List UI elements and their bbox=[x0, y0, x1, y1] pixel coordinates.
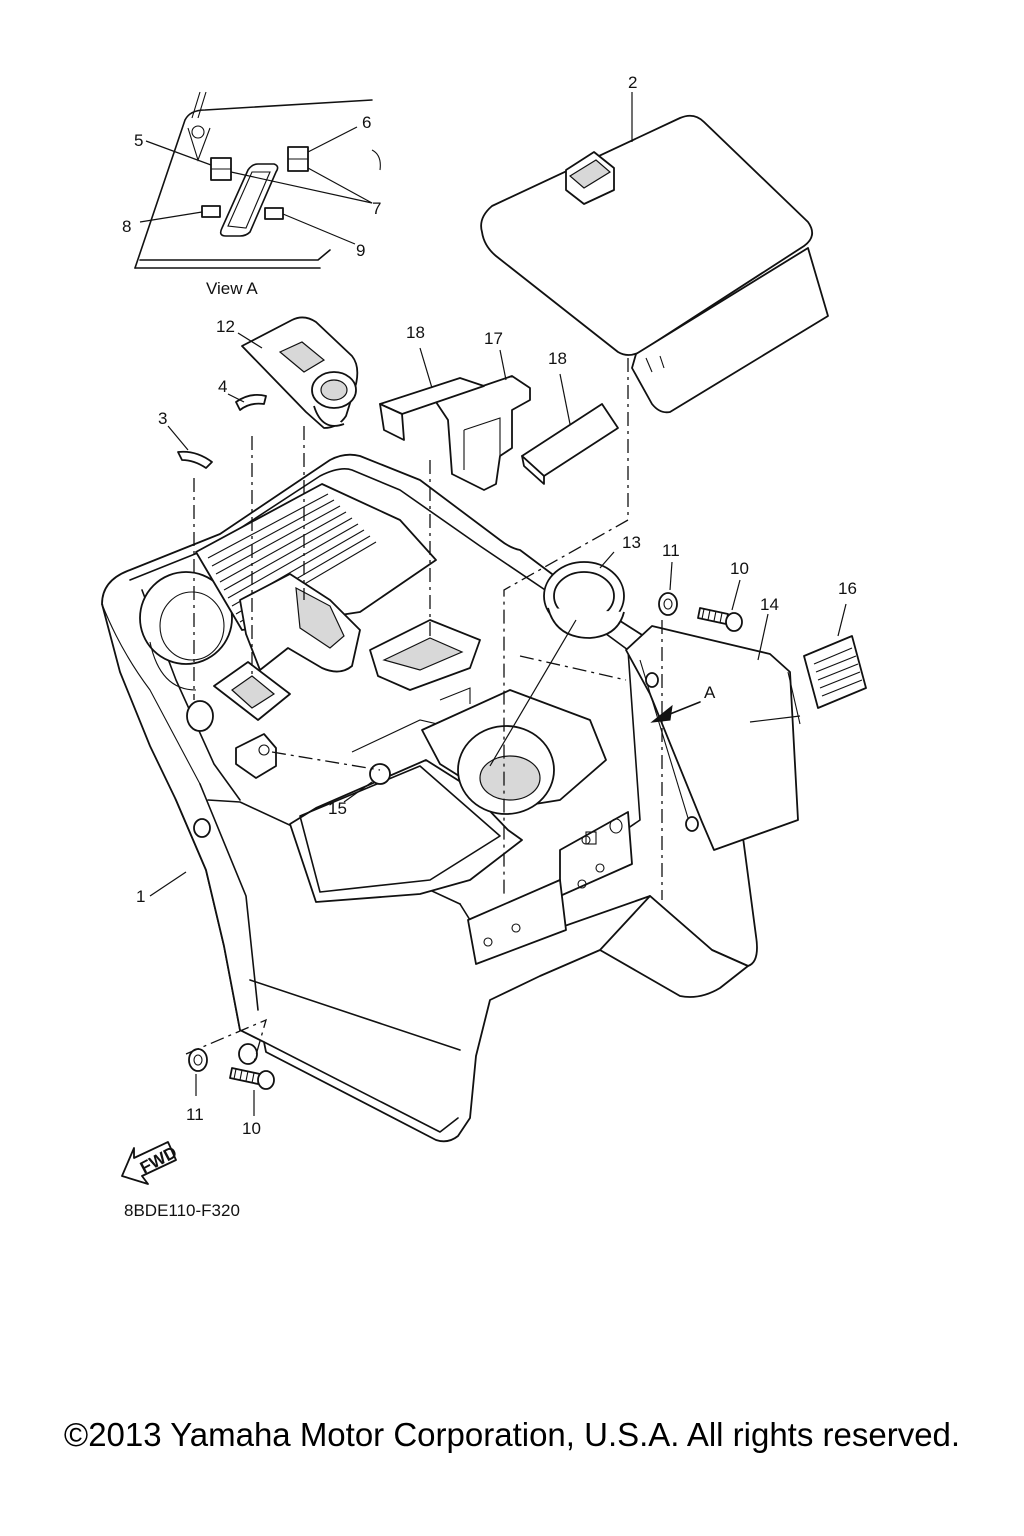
callout-4: 4 bbox=[218, 377, 227, 396]
callout-3: 3 bbox=[158, 409, 167, 428]
callout-18-right: 18 bbox=[548, 349, 567, 368]
bolt-part-10-right bbox=[697, 579, 743, 632]
pad-part-18-right bbox=[521, 373, 619, 485]
side-panel-part-14 bbox=[625, 613, 801, 851]
callout-5: 5 bbox=[134, 131, 143, 150]
callout-17: 17 bbox=[484, 329, 503, 348]
fwd-arrow-icon: FWD bbox=[121, 1141, 180, 1185]
callout-11-right: 11 bbox=[662, 541, 680, 560]
callout-10-left: 10 bbox=[242, 1119, 261, 1138]
callout-15: 15 bbox=[328, 799, 347, 818]
arrow-a-label: A bbox=[704, 683, 716, 702]
callout-numbers: 1 2 3 4 5 6 7 8 9 10 10 11 11 12 13 14 1… bbox=[122, 73, 857, 1138]
callout-11-left: 11 bbox=[186, 1105, 204, 1124]
shift-cover-part-12 bbox=[237, 316, 359, 429]
storage-lid-part-2 bbox=[480, 92, 829, 414]
callout-8: 8 bbox=[122, 217, 131, 236]
callout-2: 2 bbox=[628, 73, 637, 92]
diagram-code: 8BDE110-F320 bbox=[124, 1201, 240, 1220]
holder-part-17 bbox=[435, 349, 531, 491]
washer-part-11-left bbox=[188, 1048, 208, 1096]
shift-labels-parts-3-4 bbox=[167, 393, 267, 469]
plug-part-15 bbox=[343, 763, 391, 803]
assembly-lines bbox=[185, 358, 663, 1063]
grommet-part-13 bbox=[543, 551, 625, 639]
label-8 bbox=[201, 205, 221, 218]
callout-13: 13 bbox=[622, 533, 641, 552]
decal-part-16 bbox=[787, 603, 867, 725]
console-body-part-1 bbox=[101, 453, 758, 1143]
callout-12: 12 bbox=[216, 317, 235, 336]
tray-ribs bbox=[207, 493, 377, 623]
callout-1: 1 bbox=[136, 887, 145, 906]
view-a-inset bbox=[134, 91, 381, 269]
callout-10-right: 10 bbox=[730, 559, 749, 578]
callout-18-left: 18 bbox=[406, 323, 425, 342]
pad-part-18-left bbox=[379, 347, 485, 441]
label-9 bbox=[264, 207, 284, 220]
callout-7: 7 bbox=[372, 199, 381, 218]
callout-16: 16 bbox=[838, 579, 857, 598]
copyright-notice: ©2013 Yamaha Motor Corporation, U.S.A. A… bbox=[64, 1416, 960, 1453]
callout-9: 9 bbox=[356, 241, 365, 260]
callout-6: 6 bbox=[362, 113, 371, 132]
callout-14: 14 bbox=[760, 595, 779, 614]
washer-part-11-right bbox=[658, 561, 678, 616]
view-a-label: View A bbox=[206, 279, 258, 298]
bolt-part-10-left bbox=[229, 1067, 275, 1116]
